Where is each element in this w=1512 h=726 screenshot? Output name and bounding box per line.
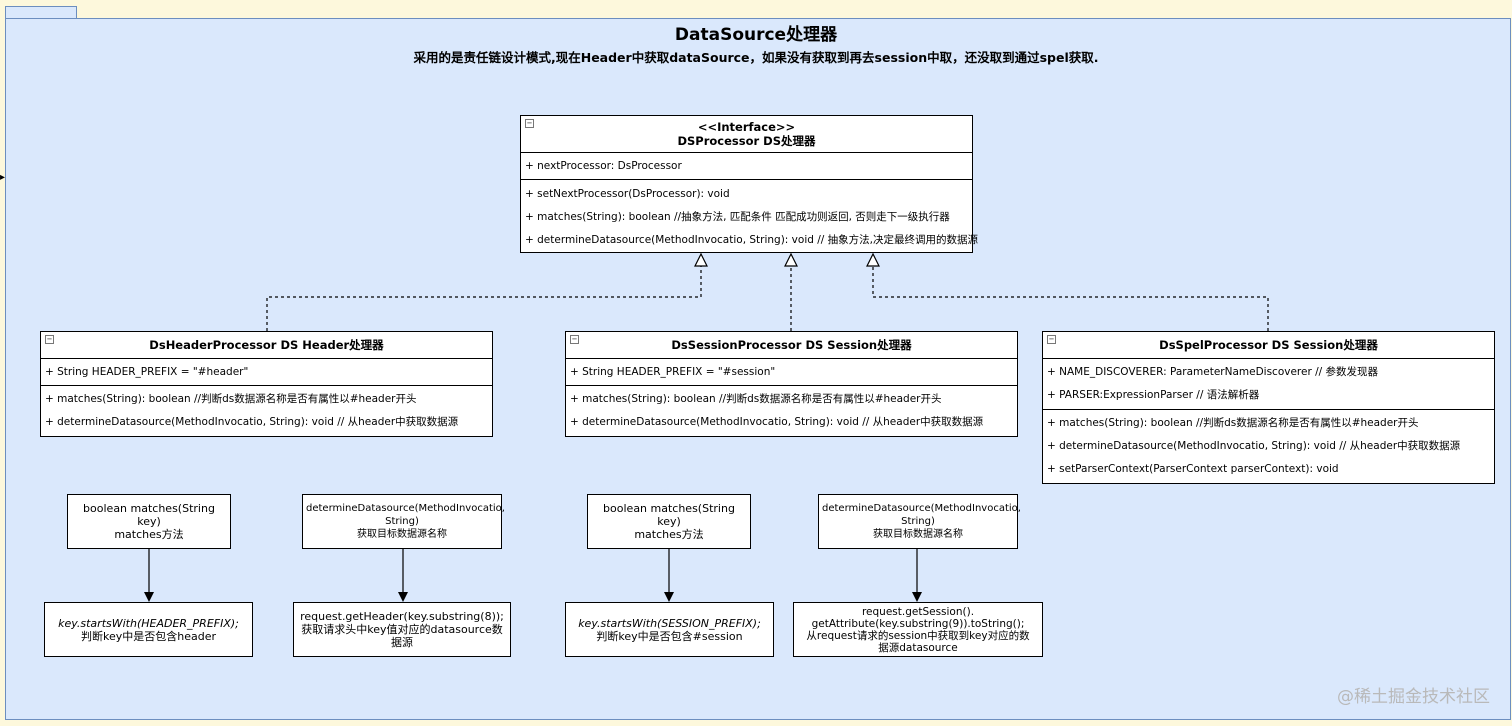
note-matches-session: boolean matches(String key) matches方法: [587, 494, 751, 549]
arrow-down-icon: [398, 592, 408, 602]
collapse-icon[interactable]: −: [45, 335, 54, 344]
class-fields: + String HEADER_PREFIX = "#header": [41, 359, 492, 386]
diagram-title: DataSource处理器: [674, 25, 838, 45]
class-dssessionprocessor: − DsSessionProcessor DS Session处理器 + Str…: [565, 331, 1018, 437]
method-row: + matches(String): boolean //判断ds数据源名称是否…: [570, 393, 942, 405]
collapse-icon[interactable]: −: [1047, 335, 1056, 344]
collapse-icon[interactable]: −: [570, 335, 579, 344]
note-getheader: request.getHeader(key.substring(8)); 获取请…: [293, 602, 511, 657]
note-determine-session: determineDatasource(MethodInvocatio, Str…: [818, 494, 1021, 549]
field-row: + NAME_DISCOVERER: ParameterNameDiscover…: [1047, 366, 1379, 378]
arrow-down-icon: [664, 592, 674, 602]
class-name: DsSpelProcessor DS Session处理器: [1159, 338, 1378, 352]
method-row: + setParserContext(ParserContext parserC…: [1047, 463, 1339, 475]
method-row: + setNextProcessor(DsProcessor): void: [525, 188, 730, 200]
note-startswith-header: key.startsWith(HEADER_PREFIX); 判断key中是否包…: [44, 602, 253, 657]
diagram-subtitle: 采用的是责任链设计模式,现在Header中获取dataSource，如果没有获取…: [413, 50, 1099, 65]
class-dsheaderprocessor: − DsHeaderProcessor DS Header处理器 + Strin…: [40, 331, 493, 437]
interface-stereotype: <<Interface>>: [697, 120, 796, 134]
method-row: + determineDatasource(MethodInvocatio, S…: [525, 234, 978, 246]
field-row: + String HEADER_PREFIX = "#header": [45, 366, 249, 378]
inherit-arrow-icon: [866, 252, 880, 267]
interface-dsprocessor: − <<Interface>> DSProcessor DS处理器 + next…: [520, 115, 978, 255]
class-fields: + NAME_DISCOVERER: ParameterNameDiscover…: [1043, 359, 1494, 410]
method-row: + matches(String): boolean //判断ds数据源名称是否…: [45, 393, 417, 405]
method-row: + determineDatasource(MethodInvocatio, S…: [1047, 440, 1461, 452]
class-name: DsHeaderProcessor DS Header处理器: [149, 338, 384, 352]
inherit-arrow-icon: [784, 252, 798, 267]
arrow-stub-icon: ▸: [0, 172, 6, 183]
interface-fields: + nextProcessor: DsProcessor: [521, 153, 972, 180]
class-dsspelprocessor: − DsSpelProcessor DS Session处理器 + NAME_D…: [1042, 331, 1495, 484]
note-determine-header: determineDatasource(MethodInvocatio, Str…: [302, 494, 505, 549]
realization-header: [266, 266, 702, 331]
method-row: + determineDatasource(MethodInvocatio, S…: [570, 416, 984, 428]
collapse-icon[interactable]: −: [525, 119, 534, 128]
class-fields: + String HEADER_PREFIX = "#session": [566, 359, 1017, 386]
method-row: + determineDatasource(MethodInvocatio, S…: [45, 416, 459, 428]
method-row: + matches(String): boolean //判断ds数据源名称是否…: [1047, 417, 1419, 429]
arrow-down-icon: [912, 592, 922, 602]
class-methods: + matches(String): boolean //判断ds数据源名称是否…: [1043, 410, 1494, 483]
watermark: @稀土掘金技术社区: [1337, 687, 1490, 707]
note-startswith-session: key.startsWith(SESSION_PREFIX); 判断key中是否…: [565, 602, 774, 657]
class-name: DsSessionProcessor DS Session处理器: [671, 338, 912, 352]
note-getsession: request.getSession(). getAttribute(key.s…: [793, 602, 1043, 657]
field-row: + PARSER:ExpressionParser // 语法解析器: [1047, 389, 1260, 401]
class-methods: + matches(String): boolean //判断ds数据源名称是否…: [41, 386, 492, 436]
note-matches-header: boolean matches(String key) matches方法: [67, 494, 231, 549]
inherit-arrow-icon: [694, 252, 708, 267]
realization-spel: [872, 266, 1269, 331]
field-row: + String HEADER_PREFIX = "#session": [570, 366, 776, 378]
arrow-down-icon: [144, 592, 154, 602]
class-methods: + matches(String): boolean //判断ds数据源名称是否…: [566, 386, 1017, 436]
interface-methods: + setNextProcessor(DsProcessor): void + …: [521, 180, 978, 255]
field-row: + nextProcessor: DsProcessor: [525, 160, 682, 172]
frame-tab: [5, 6, 77, 19]
method-row: + matches(String): boolean //抽象方法, 匹配条件 …: [525, 211, 950, 223]
interface-name: DSProcessor DS处理器: [677, 134, 816, 148]
